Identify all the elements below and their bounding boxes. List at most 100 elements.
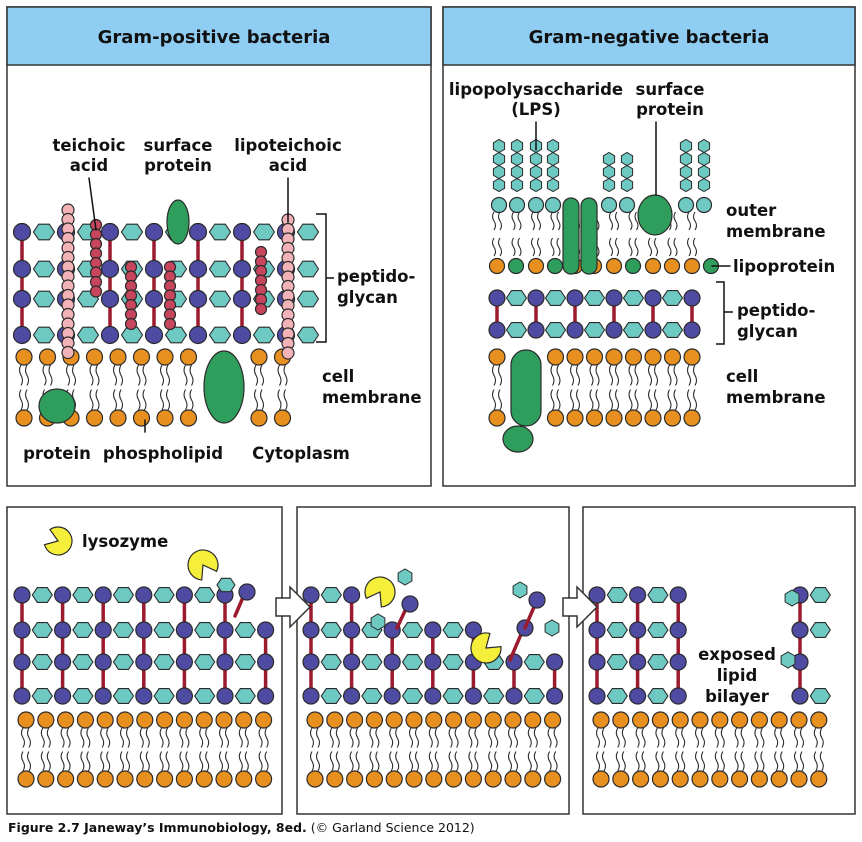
ly1-lipid-tail [119,751,125,772]
gn-transmembrane-protein [510,349,542,427]
lysozyme-enzyme-3 [470,632,502,664]
gp-glcnac-circle [232,289,252,309]
gp-lipid-tail [65,364,71,386]
lps-sugar [546,138,560,154]
gp-murnac-hexagon [208,326,232,344]
gp-phospholipid-head [250,409,268,427]
ly1-lipid-tail [264,727,269,748]
ly2-murnac-hexagon [320,587,342,603]
gn-outer-tail [673,237,678,257]
gp-phospholipid-head [179,348,198,366]
label-lipoteichoic-acid-line2: acid [269,156,307,175]
lps-core [600,196,618,214]
label-surface-protein-line1: surface [144,136,213,155]
lps-sugar [492,138,506,154]
teichoic-acid-bead [163,317,177,331]
gn-murnac-hexagon [661,322,684,338]
ly1-phospholipid-head [195,711,213,729]
lipoteichoic-acid-bead [61,345,75,360]
ly1-lipid-tail [185,727,190,748]
gp-phospholipid-head [156,409,174,427]
ly3-lipid-tail [621,727,626,748]
ly1-lipid-tail [80,727,85,748]
ly2-phospholipid-head [326,770,344,788]
gn-phospholipid-head [624,409,643,427]
ly2-lipid-tail [494,751,499,772]
gp-lipid-tail [253,389,259,411]
ly2-phospholipid-head [524,770,542,788]
ly2-phospholipid-head [346,770,364,788]
released-sugar-5 [544,619,560,637]
ly2-glcnac-circle [545,687,564,705]
ly1-murnac-hexagon [234,688,256,704]
ly3-lipid-tail [780,727,785,748]
ly2-lipid-tail [434,727,439,748]
ly3-lipid-tail [621,751,626,772]
ly2-glcnac-circle [302,687,320,705]
ly3-lipid-tail [754,751,759,772]
gn-murnac-hexagon [622,322,645,338]
gn-lipid-tail [550,364,555,386]
ly2-phospholipid-head [385,770,403,788]
ly3-phospholipid-head [691,770,709,788]
gp-glcnac-circle [12,289,32,309]
gp-glcnac-circle [100,259,120,279]
gn-outer-tail [686,237,692,257]
ly1-lipid-tail [145,751,150,772]
gp-lipid-tail [253,364,259,386]
gp-lipid-tail [112,389,118,411]
gn-lipid-tail [692,364,698,386]
lps-sugar [492,151,506,167]
ly1-phospholipid-head [215,711,233,729]
ly2-murnac-hexagon [442,622,464,638]
gn-lipid-tail [589,364,594,386]
ly2-lipid-tail [527,727,532,748]
gn-lipid-tail [628,364,633,386]
gp-lipid-tail [48,364,53,386]
ly2-phospholipid-head [484,711,502,729]
gn-phospholipid-head [546,348,565,366]
ly3-lipid-tail [813,727,818,748]
gn-outer-tail [497,237,503,257]
ly2-glcnac-circle [383,687,401,705]
ly3-glcnac-circle [588,687,606,705]
lps-sugar [602,151,616,167]
ly2-lipid-tail [408,751,414,772]
gp-murnac-hexagon [120,223,144,241]
ly3-lipid-tail [819,751,824,772]
ly3-lipid-tail [813,751,818,772]
ly2-lipid-tail [454,727,459,748]
lps-sugar [620,177,634,193]
label-lps-line1: lipopolysaccharide [449,80,623,99]
ly1-phospholipid-head [175,711,193,729]
gp-lipid-tail [71,364,77,386]
gp-lipid-tail [95,389,100,411]
gn-phospholipid-head [605,348,623,366]
ly2-lipid-tail [375,727,380,748]
gn-outer-tail [530,211,536,231]
ly1-glcnac-circle [216,621,234,639]
gp-glcnac-circle [232,222,252,242]
ly2-glcnac-circle [464,687,482,705]
caption-suffix: (© Garland Science 2012) [307,820,475,835]
ly3-lipid-tail [615,751,620,772]
ly1-phospholipid-head [37,711,55,729]
ly2-lipid-tail [488,751,493,772]
ly1-phospholipid-head [215,770,233,788]
ly3-glcnac-circle [628,586,647,604]
ly2-murnac-hexagon [523,654,545,670]
ly1-phospholipid-head [175,770,193,788]
ly3-murnac-hexagon [606,688,628,704]
ly2-glcnac-circle [302,586,320,604]
ly3-lipid-tail [681,751,686,772]
gram-positive-header-bar [6,6,432,66]
ly1-phospholipid-head [76,711,95,729]
gn-phospholipid-head [663,409,682,427]
lps-sugar [679,138,693,154]
gn-lipid-tail [556,389,561,411]
gn-glcnac-circle [683,289,701,307]
gn-surface-protein [637,194,673,236]
ly2-phospholipid-head [464,770,482,788]
ly1-murnac-hexagon [112,654,135,670]
gn-phospholipid-head [644,409,662,427]
